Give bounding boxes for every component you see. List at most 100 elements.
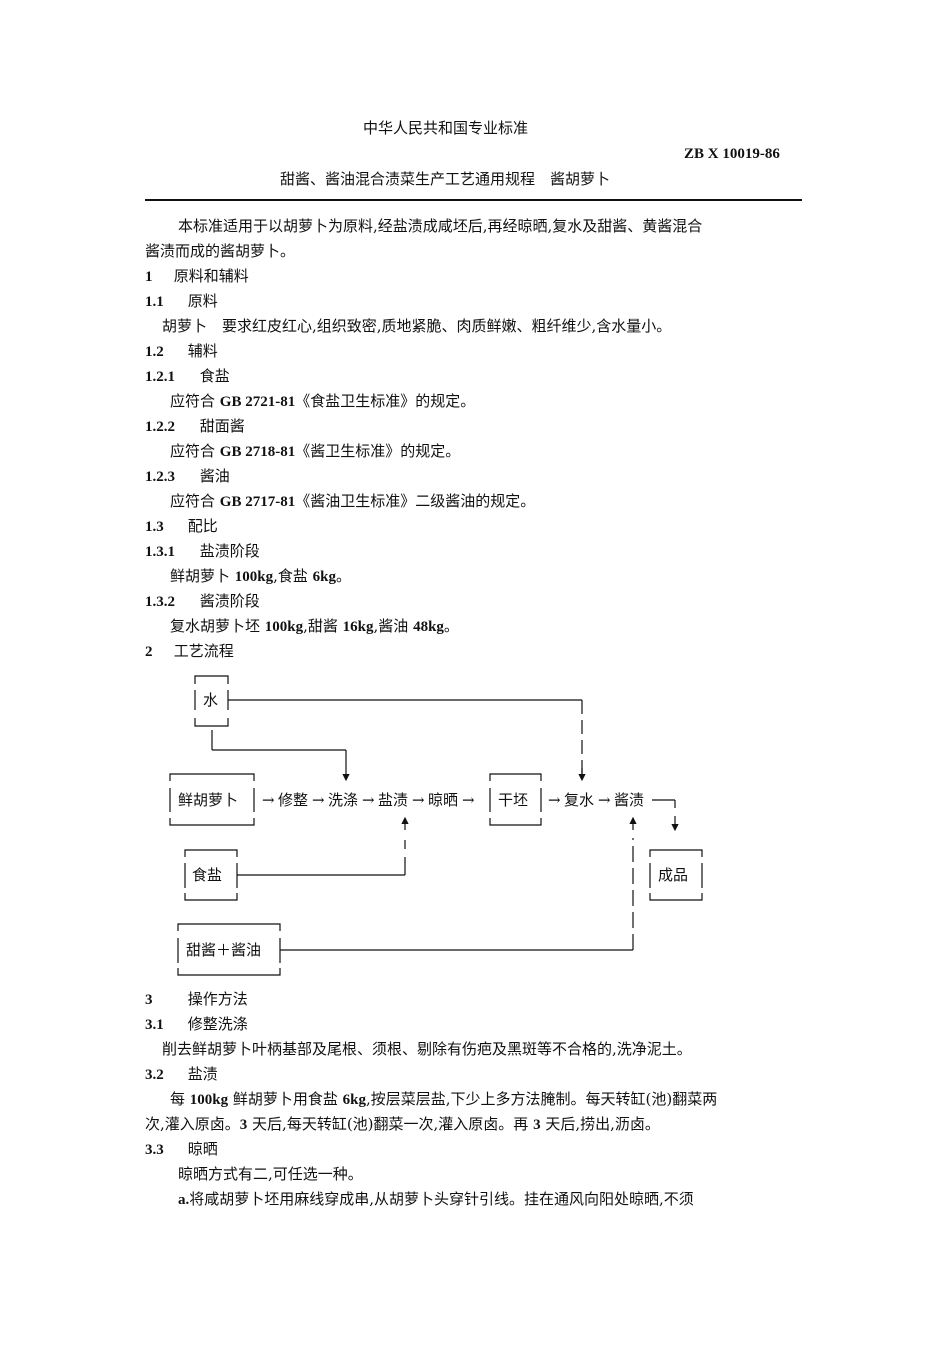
flow-node-wash: 洗涤 xyxy=(328,791,358,809)
flow-node-rehydrate: 复水 xyxy=(564,791,594,809)
section-number: 1.2.2 xyxy=(145,419,175,435)
flow-node-water: 水 xyxy=(203,691,218,709)
body-text: 天后,每天转缸(池)翻菜一次,灌入原卤。再 xyxy=(247,1115,534,1133)
quantity: 3 xyxy=(239,1117,248,1133)
dryblank-box-bottom xyxy=(489,818,542,826)
header-rule xyxy=(145,199,802,201)
body-text: ,甜酱 xyxy=(303,617,343,635)
section-title: 原料和辅料 xyxy=(173,267,249,285)
body-text: ,食盐 xyxy=(273,567,313,585)
body-text: 鲜胡萝卜用食盐 xyxy=(228,1090,343,1108)
section-1-1-body: 胡萝卜 要求红皮红心,组织致密,质地紧脆、肉质鲜嫩、粗纤维少,含水量小。 xyxy=(162,317,672,335)
section-1-2-2-heading: 1.2.2 甜面酱 xyxy=(145,416,245,437)
quantity: 100kg xyxy=(234,569,274,585)
document-title: 甜酱、酱油混合渍菜生产工艺通用规程 酱胡萝卜 xyxy=(280,170,611,188)
quantity: 100kg xyxy=(264,619,304,635)
section-number: 1.1 xyxy=(145,294,164,310)
body-text: 《酱卫生标准》的规定。 xyxy=(295,442,461,460)
quantity: 6kg xyxy=(312,569,337,585)
section-number: 1.3.2 xyxy=(145,594,175,610)
section-1-3-heading: 1.3 配比 xyxy=(145,516,218,537)
section-3-2-body-line-2: 次,灌入原卤。3 天后,每天转缸(池)翻菜一次,灌入原卤。再 3 天后,捞出,沥… xyxy=(145,1114,660,1135)
product-box-bottom xyxy=(649,893,703,901)
section-number: 3 xyxy=(145,992,153,1008)
body-text: 天后,捞出,沥卤。 xyxy=(540,1115,660,1133)
flow-node-sauce-mix: 甜酱＋酱油 xyxy=(186,941,261,959)
flow-node-trim: 修整 xyxy=(278,791,308,809)
section-title: 修整洗涤 xyxy=(187,1015,248,1033)
section-1-2-1-heading: 1.2.1 食盐 xyxy=(145,366,230,387)
process-flow-diagram: 水 鲜胡萝卜 → 修整 → 洗涤 → 盐渍 → 晾晒 → 干坯 → 复水 → 酱… xyxy=(169,675,703,976)
section-1-2-heading: 1.2 辅料 xyxy=(145,341,218,362)
section-number: 1 xyxy=(145,269,153,285)
body-text: 将咸胡萝卜坯用麻线穿成串,从胡萝卜头穿针引线。挂在通风向阳处晾晒,不须 xyxy=(189,1190,694,1208)
section-number: 1.3.1 xyxy=(145,544,175,560)
flow-arrow-7: → xyxy=(598,791,611,809)
section-1-2-2-body: 应符合 GB 2718-81《酱卫生标准》的规定。 xyxy=(170,441,460,462)
section-1-2-3-body: 应符合 GB 2717-81《酱油卫生标准》二级酱油的规定。 xyxy=(170,491,535,512)
flow-node-dry-blank: 干坯 xyxy=(498,791,528,809)
salt-box-bottom xyxy=(184,893,238,901)
section-title: 甜面酱 xyxy=(199,417,245,435)
flow-arrow-3: → xyxy=(362,791,375,809)
section-number: 3.1 xyxy=(145,1017,164,1033)
standard-reference: GB 2717-81 xyxy=(219,494,296,510)
section-number: 1.2.1 xyxy=(145,369,175,385)
section-number: 1.2.3 xyxy=(145,469,175,485)
section-1-3-1-body: 鲜胡萝卜 100kg,食盐 6kg。 xyxy=(170,566,351,587)
water-box-top xyxy=(194,675,229,684)
section-3-2-heading: 3.2 盐渍 xyxy=(145,1064,218,1085)
body-text: 应符合 xyxy=(170,442,220,460)
section-title: 辅料 xyxy=(187,342,218,360)
product-box-top xyxy=(649,849,703,857)
section-1-3-1-heading: 1.3.1 盐渍阶段 xyxy=(145,541,260,562)
standard-code: ZB X 10019-86 xyxy=(684,146,780,162)
section-title: 操作方法 xyxy=(187,990,248,1008)
body-text: 次,灌入原卤。 xyxy=(145,1115,240,1133)
carrot-box-bottom xyxy=(169,818,255,826)
flow-arrow-5: → xyxy=(462,791,475,809)
section-title: 盐渍阶段 xyxy=(199,542,260,560)
section-title: 酱渍阶段 xyxy=(199,592,260,610)
quantity: 100kg xyxy=(189,1092,229,1108)
section-1-2-1-body: 应符合 GB 2721-81《食盐卫生标准》的规定。 xyxy=(170,391,475,412)
quantity: 3 xyxy=(533,1117,541,1133)
section-1-2-3-heading: 1.2.3 酱油 xyxy=(145,466,230,487)
standard-org: 中华人民共和国专业标准 xyxy=(363,119,529,137)
body-text: 鲜胡萝卜 xyxy=(170,567,235,585)
flow-arrow-4: → xyxy=(412,791,425,809)
body-text: 。 xyxy=(336,567,352,585)
body-text: 《酱油卫生标准》二级酱油的规定。 xyxy=(295,492,536,510)
item-label: a. xyxy=(178,1192,190,1208)
body-text: ,酱油 xyxy=(373,617,414,635)
flow-node-sauce-pickle: 酱渍 xyxy=(614,791,644,809)
dryblank-box-top xyxy=(489,773,542,781)
section-3-3-body: 晾晒方式有二,可任选一种。 xyxy=(178,1165,363,1183)
flow-node-product: 成品 xyxy=(658,866,688,884)
section-1-3-2-heading: 1.3.2 酱渍阶段 xyxy=(145,591,260,612)
section-title: 配比 xyxy=(187,517,218,535)
quantity: 6kg xyxy=(342,1092,367,1108)
flow-node-carrot: 鲜胡萝卜 xyxy=(178,791,238,809)
section-title: 工艺流程 xyxy=(173,642,234,660)
intro-line-1: 本标准适用于以胡萝卜为原料,经盐渍成咸坯后,再经晾晒,复水及甜酱、黄酱混合 xyxy=(178,217,703,235)
section-number: 3.3 xyxy=(145,1142,164,1158)
quantity: 16kg xyxy=(342,619,374,635)
standard-reference: GB 2718-81 xyxy=(219,444,296,460)
quantity: 48kg xyxy=(413,619,444,635)
section-3-1-heading: 3.1 修整洗涤 xyxy=(145,1014,248,1035)
flow-arrow-1: → xyxy=(262,791,275,809)
body-text: ,按层菜层盐,下少上多方法腌制。每天转缸(池)翻菜两 xyxy=(366,1090,718,1108)
body-text: 应符合 xyxy=(170,492,220,510)
salt-box-top xyxy=(184,849,238,857)
water-box-bottom xyxy=(194,718,229,727)
flow-arrow-2: → xyxy=(312,791,325,809)
flow-node-salt: 食盐 xyxy=(192,866,222,884)
section-2-heading: 2 工艺流程 xyxy=(145,641,234,662)
section-title: 酱油 xyxy=(199,467,230,485)
section-3-3-heading: 3.3 晾晒 xyxy=(145,1139,218,1160)
section-3-2-body-line-1: 每 100kg 鲜胡萝卜用食盐 6kg,按层菜层盐,下少上多方法腌制。每天转缸(… xyxy=(170,1089,717,1110)
carrot-box-top xyxy=(169,773,255,781)
section-3-1-body: 削去鲜胡萝卜叶柄基部及尾根、须根、剔除有伤疤及黑斑等不合格的,洗净泥土。 xyxy=(162,1040,692,1058)
section-3-3-item-a: a.将咸胡萝卜坯用麻线穿成串,从胡萝卜头穿针引线。挂在通风向阳处晾晒,不须 xyxy=(178,1189,694,1210)
